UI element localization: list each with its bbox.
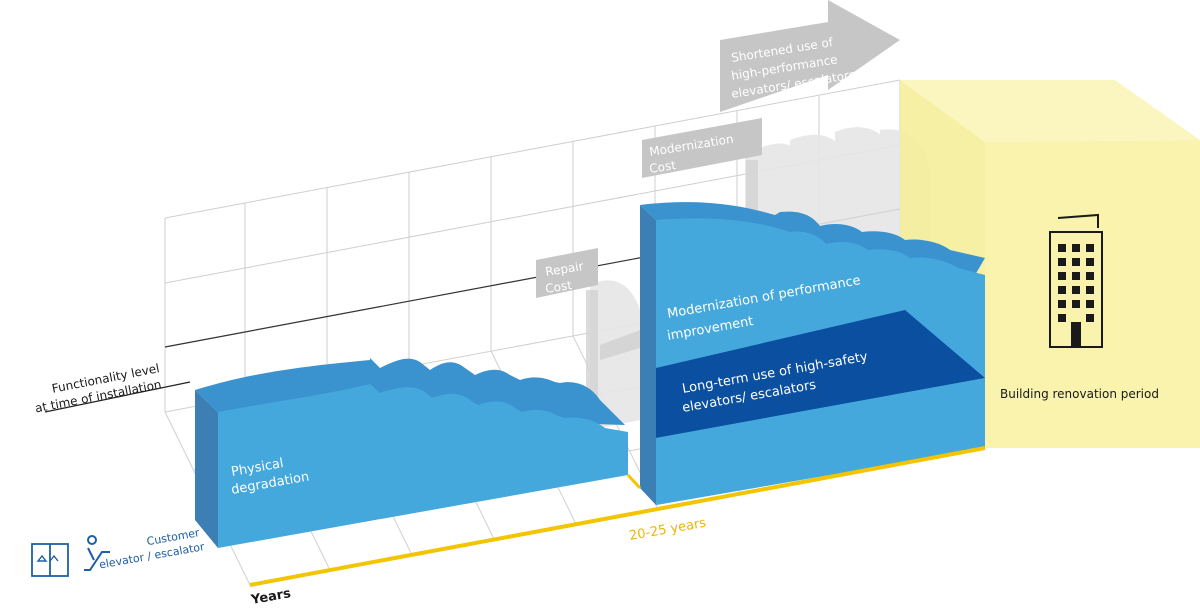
escalator-icon — [84, 535, 110, 571]
left-block: Physical degradation — [195, 358, 628, 548]
years-span-label: 20-25 years — [628, 516, 707, 544]
building-icon — [1049, 213, 1103, 348]
shortened-use-callout: Shortened use of high-performance elevat… — [720, 0, 900, 112]
modcost-line2: Cost — [648, 158, 677, 176]
renovation-label: Building renovation period — [1000, 387, 1159, 401]
elevator-icon — [31, 543, 69, 577]
right-block: Modernization of performance improvement… — [640, 202, 985, 505]
repair-line2: Cost — [544, 278, 573, 296]
repair-line1: Repair — [544, 259, 584, 279]
years-axis-label: Years — [249, 586, 292, 604]
repair-cost-callout: Repair Cost — [536, 248, 640, 410]
